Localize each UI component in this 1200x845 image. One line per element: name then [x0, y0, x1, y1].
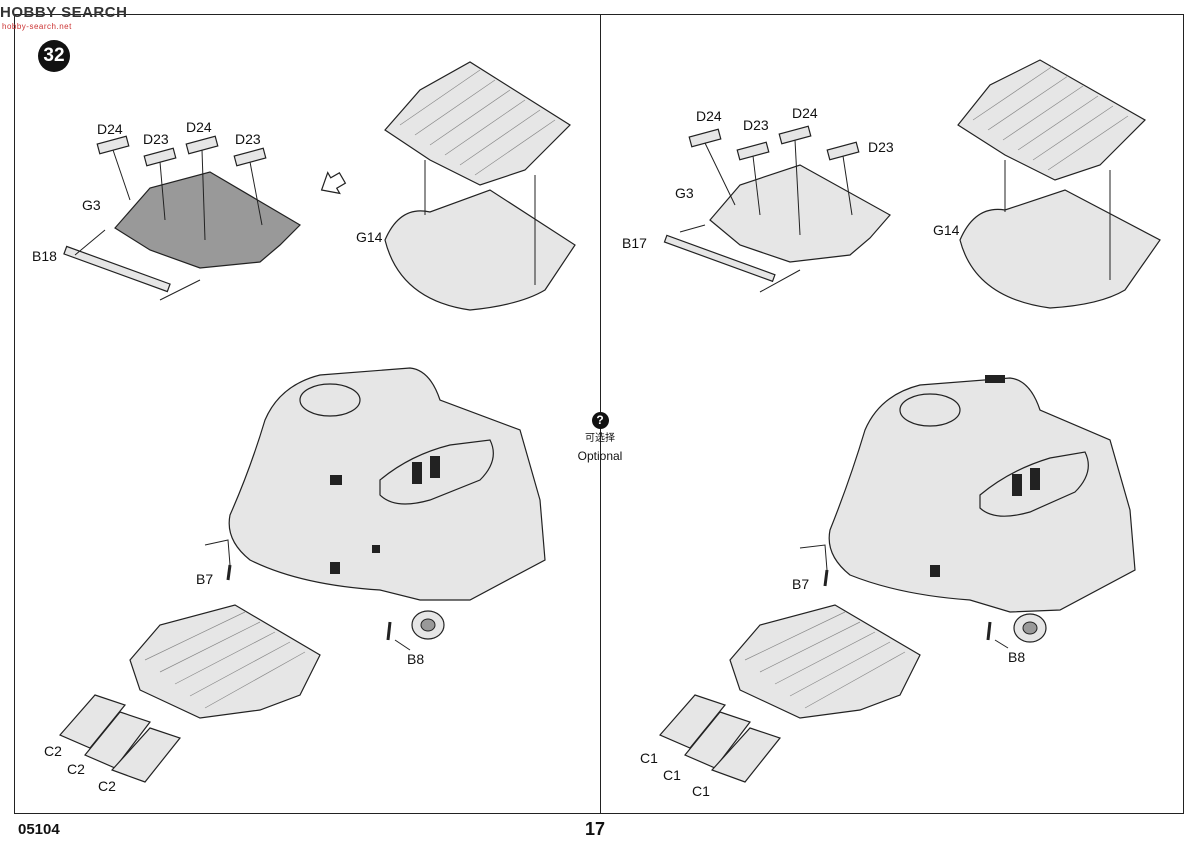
label-c1-right-2: C1 [663, 767, 681, 783]
left-helicopter [59, 367, 546, 783]
part-d24-right-2 [778, 125, 812, 145]
label-d24-left-2: D24 [186, 119, 212, 135]
part-g14-right [959, 189, 1161, 309]
part-d24-left-2 [185, 135, 219, 155]
step-number-badge: 32 [38, 40, 70, 72]
optional-label-cn: 可选择 [585, 433, 615, 444]
label-g14-right: G14 [933, 222, 960, 238]
right-top-assembly [663, 59, 1161, 309]
label-d23-left-1: D23 [143, 131, 169, 147]
label-b7-right: B7 [792, 576, 810, 592]
label-c2-left-2: C2 [67, 761, 85, 777]
flap-c1-right-2 [684, 711, 751, 769]
flap-c2-left-1 [59, 694, 127, 749]
floor-assembly-right [957, 59, 1146, 181]
label-d24-right-1: D24 [696, 108, 722, 124]
right-helicopter [659, 375, 1136, 783]
label-c2-left-3: C2 [98, 778, 116, 794]
page-number: 17 [585, 819, 606, 839]
floor-assembly-left [384, 61, 571, 186]
label-b8-right: B8 [1008, 649, 1026, 665]
part-d24-right-1 [688, 128, 722, 148]
label-d23-right-2: D23 [868, 139, 894, 155]
flap-c2-left-3 [110, 727, 182, 783]
label-g3-left: G3 [82, 197, 101, 213]
label-d24-right-2: D24 [792, 105, 818, 121]
left-top-assembly [63, 61, 576, 311]
label-b17-right: B17 [622, 235, 647, 251]
kit-code: 05104 [18, 821, 60, 838]
label-b18-left: B18 [32, 248, 57, 264]
engine-intake-left [299, 383, 361, 417]
label-c2-left-1: C2 [44, 743, 62, 759]
flap-c1-right-1 [659, 694, 727, 749]
part-b18-left [63, 245, 171, 293]
flap-c2-left-2 [84, 711, 151, 769]
part-g3-right [709, 164, 891, 263]
part-d23-left-2 [233, 147, 267, 167]
optional-label-en: Optional [577, 449, 623, 463]
arrow-icon [320, 171, 347, 195]
label-b7-left: B7 [196, 571, 214, 587]
optional-marker: ? 可选择 Optional [560, 412, 640, 464]
part-d23-left-1 [143, 147, 177, 167]
label-c1-right-1: C1 [640, 750, 658, 766]
question-icon: ? [591, 412, 609, 429]
engine-intake-right [899, 393, 961, 427]
part-d23-right-1 [736, 141, 770, 161]
part-b17-right [663, 234, 776, 283]
label-d23-left-2: D23 [235, 131, 261, 147]
part-g14-left [384, 189, 576, 311]
part-g3-left [114, 171, 301, 269]
flap-c1-right-3 [710, 727, 782, 783]
label-g3-right: G3 [675, 185, 694, 201]
label-c1-right-3: C1 [692, 783, 710, 799]
label-b8-left: B8 [407, 651, 425, 667]
watermark-logo: HOBBY SEARCH hobby-search.net [0, 4, 128, 31]
part-d24-left-1 [96, 135, 130, 155]
label-d24-left-1: D24 [97, 121, 123, 137]
part-d23-right-2 [826, 141, 860, 161]
label-d23-right-1: D23 [743, 117, 769, 133]
label-g14-left: G14 [356, 229, 383, 245]
page-frame [14, 14, 1184, 814]
